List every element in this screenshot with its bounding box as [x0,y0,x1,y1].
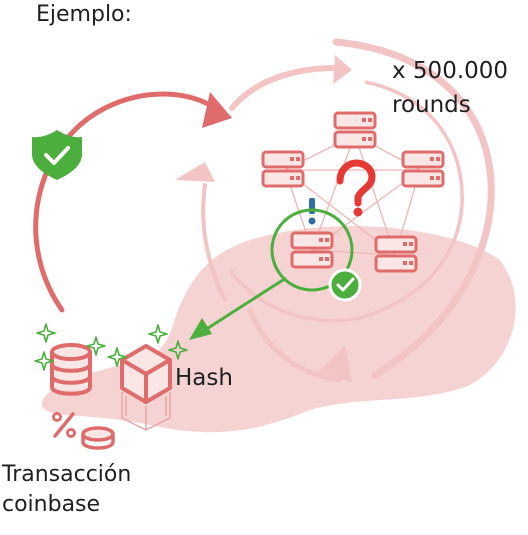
question-mark-icon [336,159,376,217]
round-arc-inner [228,80,464,323]
arrowhead-icon [202,92,232,128]
percent-icon [52,412,76,438]
arc-arrowhead-top-icon [333,55,352,84]
server-icon [333,111,377,149]
coinbase-label-line2: coinbase [2,492,101,517]
diagram-title: Ejemplo: [36,2,132,27]
hash-arrowhead-icon [189,318,212,340]
rounds-label: rounds [392,92,471,118]
arc-arrowhead-icon [318,345,352,382]
sparkle-icon [36,323,56,343]
rounds-count-label: x 500.000 [392,58,509,84]
coin-icon [81,426,115,450]
hash-label: Hash [175,365,233,391]
coin-stack-icon [50,343,92,396]
server-icon [261,150,305,188]
hash-arrow [204,276,287,332]
coinbase-label-line1: Transacción [2,462,132,487]
shield-check-icon [32,130,82,180]
server-icon [401,150,445,188]
round-arc-lower [247,307,343,383]
winner-highlight-circle [270,208,354,292]
cube-icon [120,344,172,431]
round-arc-top [229,65,338,111]
sparkle-icon [148,324,168,344]
round-arc-left [201,183,227,302]
arc-arrowhead-left-icon [175,162,215,182]
round-arc-outer [332,38,495,379]
mining-cycle-arrow [33,91,218,313]
check-circle-icon [328,268,362,302]
